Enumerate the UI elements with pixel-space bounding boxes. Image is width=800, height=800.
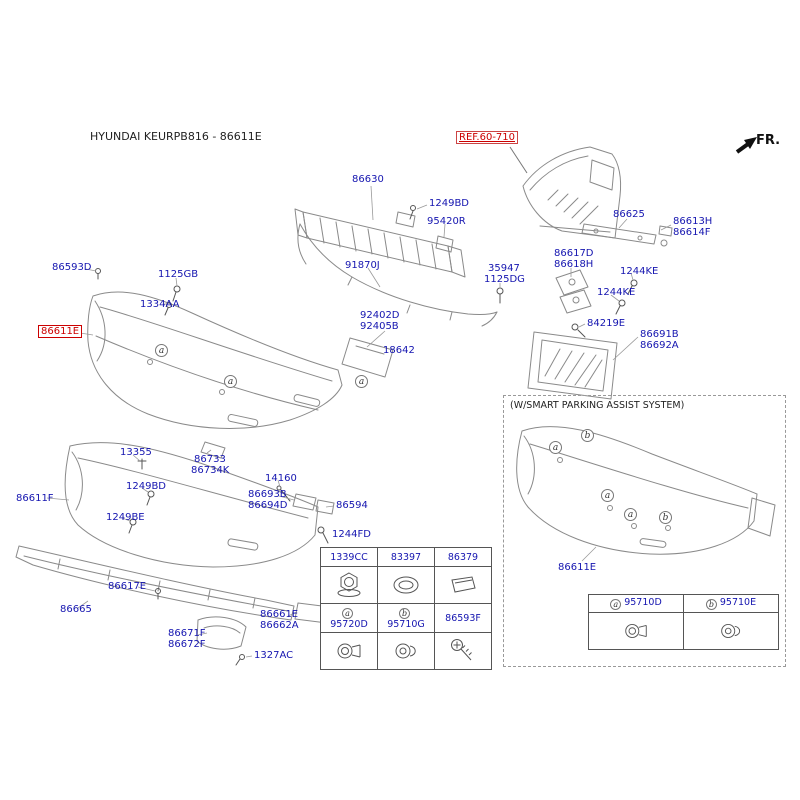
smart-parking-box: (W/SMART PARKING ASSIST SYSTEM)	[503, 395, 786, 667]
part-label-86611E-smart[interactable]: 86611E	[558, 562, 597, 573]
part-label-1244KE-2[interactable]: 1244KE	[597, 287, 636, 298]
part-label-1125GB[interactable]: 1125GB	[158, 269, 199, 280]
part-code-cell[interactable]: 86379	[434, 547, 492, 567]
parking-sensor-icon	[324, 636, 374, 666]
part-label-14160[interactable]: 14160	[265, 473, 297, 484]
callout-a: a	[155, 344, 168, 357]
callout-a: a	[224, 375, 237, 388]
part-label-86614F[interactable]: 86614F	[673, 227, 711, 238]
part-label-1249BD-low[interactable]: 1249BD	[126, 481, 167, 492]
part-label-1249BD-top[interactable]: 1249BD	[429, 198, 470, 209]
part-label-35947[interactable]: 35947	[488, 263, 520, 274]
parking-sensor-holder-icon	[687, 617, 775, 645]
part-label-84219E[interactable]: 84219E	[587, 318, 626, 329]
oval-pad-icon	[381, 571, 431, 599]
parking-sensor-holder-icon	[381, 636, 431, 666]
part-label-86671F[interactable]: 86671F	[168, 628, 206, 639]
part-label-86694D[interactable]: 86694D	[248, 500, 288, 511]
part-label-86611F[interactable]: 86611F	[16, 493, 54, 504]
part-label-86665[interactable]: 86665	[60, 604, 92, 615]
callout-b: b	[659, 511, 672, 524]
part-label-86611E-highlighted[interactable]: 86611E	[38, 325, 83, 338]
part-label-86617D[interactable]: 86617D	[554, 248, 594, 259]
part-label-92402D[interactable]: 92402D	[360, 310, 400, 321]
part-label-86630[interactable]: 86630	[352, 174, 384, 185]
part-label-86691B[interactable]: 86691B	[640, 329, 679, 340]
part-label-86625[interactable]: 86625	[613, 209, 645, 220]
part-code-cell[interactable]: 83397	[377, 547, 435, 567]
part-label-91870J[interactable]: 91870J	[345, 260, 380, 271]
part-label-86617E[interactable]: 86617E	[108, 581, 147, 592]
part-label-1244KE-1[interactable]: 1244KE	[620, 266, 659, 277]
smart-parking-box-title: (W/SMART PARKING ASSIST SYSTEM)	[510, 400, 685, 411]
screw-icon	[438, 636, 488, 666]
callout-a: a	[342, 608, 353, 619]
callout-a: a	[355, 375, 368, 388]
part-code-cell[interactable]: 1339CC	[320, 547, 378, 567]
part-label-86734K[interactable]: 86734K	[191, 465, 230, 476]
fastener-sensor-table: 1339CC 83397 86379 a95720D b95710G 86593	[320, 547, 492, 670]
flange-nut-icon	[324, 571, 374, 599]
callout-a: a	[610, 599, 622, 610]
part-label-1125DG[interactable]: 1125DG	[484, 274, 525, 285]
fr-label: FR.	[756, 133, 781, 148]
parking-sensor-icon	[592, 617, 680, 645]
part-label-92405B[interactable]: 92405B	[360, 321, 399, 332]
part-label-86733[interactable]: 86733	[194, 454, 226, 465]
callout-b: b	[399, 608, 410, 619]
part-label-1334AA[interactable]: 1334AA	[140, 299, 180, 310]
bracket-pad-icon	[438, 571, 488, 599]
part-label-86692A[interactable]: 86692A	[640, 340, 679, 351]
ref-link[interactable]: REF.60-710	[456, 131, 519, 144]
part-code-cell[interactable]: a95720D	[320, 603, 378, 633]
part-label-95420R[interactable]: 95420R	[427, 216, 466, 227]
callout-b: b	[581, 429, 594, 442]
part-label-86613H[interactable]: 86613H	[673, 216, 713, 227]
callout-a: a	[601, 489, 614, 502]
part-label-13355[interactable]: 13355	[120, 447, 152, 458]
part-label-86662A[interactable]: 86662A	[260, 620, 299, 631]
part-label-1327AC[interactable]: 1327AC	[254, 650, 294, 661]
part-label-86618H[interactable]: 86618H	[554, 259, 594, 270]
part-code-cell[interactable]: 86593F	[434, 603, 492, 633]
page-title: HYUNDAI KEURPB816 - 86611E	[90, 130, 262, 143]
part-label-86693B[interactable]: 86693B	[248, 489, 287, 500]
part-label-86594[interactable]: 86594	[336, 500, 368, 511]
part-label-86672F[interactable]: 86672F	[168, 639, 206, 650]
part-label-1244FD[interactable]: 1244FD	[332, 529, 371, 540]
part-code-cell[interactable]: b95710G	[377, 603, 435, 633]
callout-a: a	[549, 441, 562, 454]
part-label-86661E[interactable]: 86661E	[260, 609, 299, 620]
part-label-1249BE[interactable]: 1249BE	[106, 512, 145, 523]
callout-a: a	[624, 508, 637, 521]
fr-arrow-icon	[735, 137, 757, 154]
part-label-86593D[interactable]: 86593D	[52, 262, 92, 273]
part-label-18642[interactable]: 18642	[383, 345, 415, 356]
callout-b: b	[705, 599, 717, 610]
